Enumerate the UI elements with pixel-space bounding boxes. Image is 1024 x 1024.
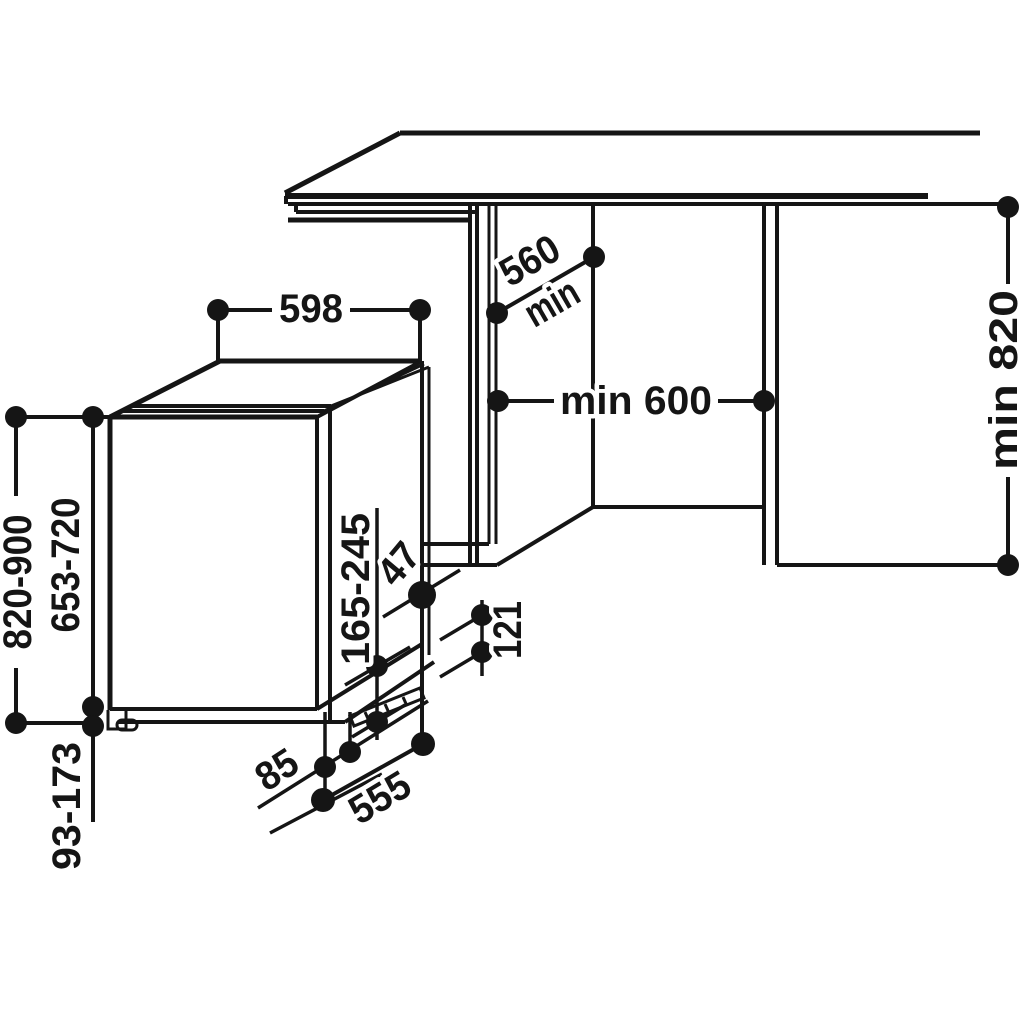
dim-dot: [753, 390, 775, 412]
dim-85-label: 85: [247, 740, 306, 800]
countertop-top-edge: [283, 130, 980, 196]
dim-dot: [471, 641, 493, 663]
niche-right-wall: [762, 206, 779, 565]
dim-555-line: [322, 742, 424, 802]
dimension-598: 598: [207, 283, 431, 361]
dim-653-720-label: 653-720: [44, 498, 88, 633]
niche-left-wall-outer: [468, 206, 479, 565]
dishwasher-top-face: [107, 358, 422, 710]
dim-dot: [314, 756, 336, 778]
dim-dot: [5, 712, 27, 734]
countertop-underside-lines: [284, 196, 1008, 214]
dimension-base-cluster: 165-245 47 121 85 555: [243, 508, 535, 838]
front-foot-roller: [115, 718, 139, 732]
niche-left-wall-bottom: [422, 542, 497, 567]
dim-dot: [5, 406, 27, 428]
dim-dot: [997, 554, 1019, 576]
dim-dot: [409, 299, 431, 321]
dim-dot: [366, 655, 388, 677]
dim-600-label: min 600: [560, 379, 712, 423]
dim-dot: [339, 741, 361, 763]
dim-dot: [411, 732, 435, 756]
dim-121-label: 121: [486, 601, 530, 659]
dim-dot: [408, 581, 436, 609]
dim-820-900-label: 820-900: [0, 515, 40, 650]
dim-dot: [82, 715, 104, 737]
dim-820-label: min 820: [982, 290, 1024, 470]
dim-dot: [82, 406, 104, 428]
niche-left-wall-inner: [487, 206, 498, 544]
dim-560-line: [496, 255, 595, 315]
rear-foot: [348, 686, 426, 728]
cabinet-niche: [422, 206, 1008, 567]
dim-dot: [583, 246, 605, 268]
dimension-min-600: min 600: [487, 375, 775, 428]
countertop: [283, 130, 1008, 223]
dimension-min-820: min 820: [978, 196, 1024, 576]
dim-165-245-label: 165-245: [334, 513, 378, 665]
dim-height-lines: [14, 415, 110, 822]
dim-dot: [487, 390, 509, 412]
dim-555-label: 555: [341, 763, 419, 834]
dim-93-173-label: 93-173: [45, 742, 89, 870]
dim-598-lines: [216, 308, 422, 361]
niche-floor: [495, 505, 764, 567]
dim-dot: [207, 299, 229, 321]
dim-dot: [486, 302, 508, 324]
dishwasher-front-face: [110, 406, 345, 724]
dim-dot: [82, 696, 104, 718]
dim-dot: [366, 711, 388, 733]
dimension-heights-left: 820-900 653-720 93-173: [0, 406, 110, 875]
dishwasher-top-panel-slants: [323, 362, 430, 413]
dishwasher: [106, 358, 436, 744]
dimension-560-min: 560 min: [486, 222, 605, 341]
dim-dot: [471, 604, 493, 626]
dim-dot: [311, 788, 335, 812]
dim-dot: [997, 196, 1019, 218]
dim-598-label: 598: [279, 287, 343, 331]
